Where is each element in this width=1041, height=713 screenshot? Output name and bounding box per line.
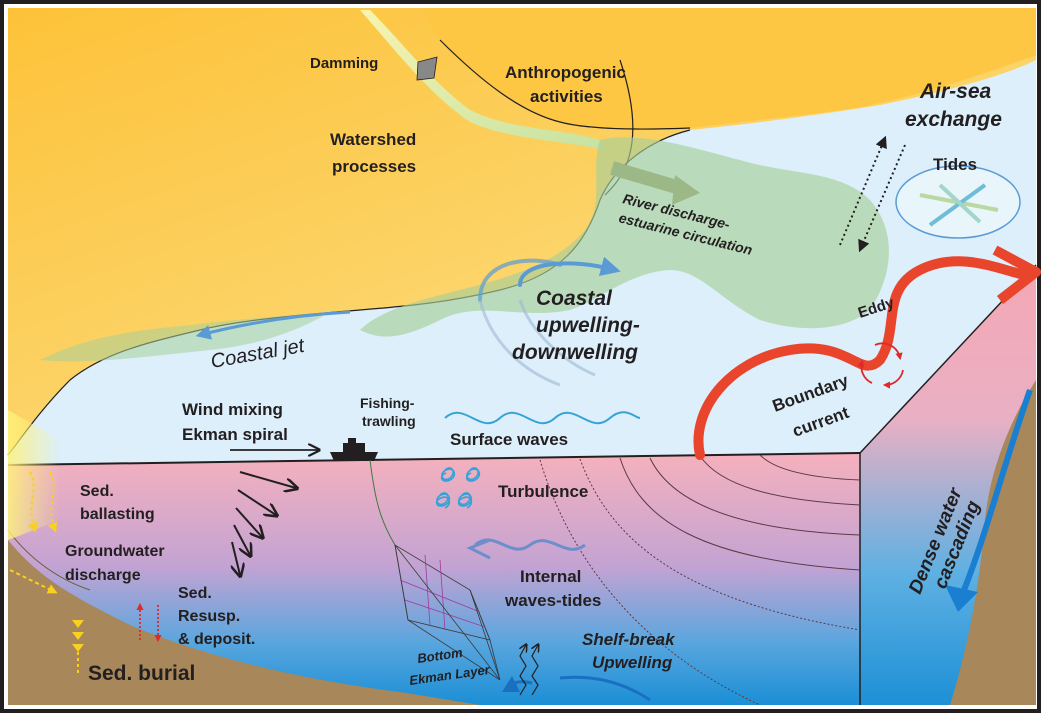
seabed-slope [950,380,1036,705]
label-resusp-1: Sed. [178,585,212,602]
dam-icon [416,56,438,81]
label-ballast-1: Sed. [80,483,114,500]
label-burial: Sed. burial [88,662,195,685]
fishing-boat-icon [330,438,378,461]
label-air-sea-1: Air-sea [919,80,992,103]
label-fishing-2: trawling [362,413,416,429]
upper-land [420,8,1036,130]
label-surface-waves: Surface waves [450,430,568,449]
upwelling-curves [478,256,621,302]
internal-waves-line [474,538,586,551]
label-groundwater-2: discharge [65,567,141,584]
water-column-front [8,453,860,705]
label-upwelling-1: Coastal [536,287,613,310]
surface-waves-line [444,411,641,425]
label-internal-2: waves-tides [504,591,601,610]
upwelling-stems [478,299,596,387]
label-shelf-1: Shelf-break [582,630,676,649]
bottom-ekman-arrows [520,645,538,696]
trawl-net [394,544,501,681]
turbulence-curls [435,467,481,509]
boundary-current-arrowhead [992,245,1041,304]
boundary-current-arrow [693,256,1030,460]
burial-arrows [72,620,84,675]
label-upwelling-2: upwelling- [536,314,640,337]
resuspension-arrows [136,602,162,643]
label-wind-2: Ekman spiral [182,425,288,444]
river-plume [360,137,889,337]
label-wind-1: Wind mixing [182,400,283,419]
dense-water-arrow [957,388,1033,602]
eddy-arrows [857,342,904,389]
label-turbulence: Turbulence [498,482,588,501]
groundwater-arrow [9,569,58,594]
shore-glow [8,410,60,540]
ekman-spiral-arrows [232,471,296,575]
tides-arrows [919,183,999,227]
label-bottom-ekman-1: Bottom [416,645,464,666]
label-tides: Tides [933,155,977,174]
label-anthropogenic-2: activities [530,87,603,106]
river [360,10,605,150]
river-discharge-arrow [610,161,682,195]
label-resusp-2: Resusp. [178,608,240,625]
coastal-jet-arrow [195,310,351,340]
seabed-shelf [8,540,480,705]
trawl-line [369,459,396,546]
label-watershed-2: processes [332,157,416,176]
label-upwelling-3: downwelling [512,341,638,364]
land [8,8,1036,455]
label-shelf-2: Upwelling [592,653,673,672]
label-air-sea-2: exchange [905,108,1002,131]
label-fishing-1: Fishing- [360,395,415,411]
upper-coastline [439,39,691,130]
label-watershed-1: Watershed [330,130,416,149]
isopycnal-lines [539,454,861,706]
coastal-jet-plume [40,312,330,362]
label-anthropogenic-1: Anthropogenic [505,63,626,82]
label-internal-1: Internal [520,567,581,586]
label-ballast-2: ballasting [80,506,155,523]
label-damming: Damming [310,55,378,72]
label-groundwater-1: Groundwater [65,543,165,560]
air-sea-arrows [839,135,906,253]
label-resusp-3: & deposit. [178,631,255,648]
